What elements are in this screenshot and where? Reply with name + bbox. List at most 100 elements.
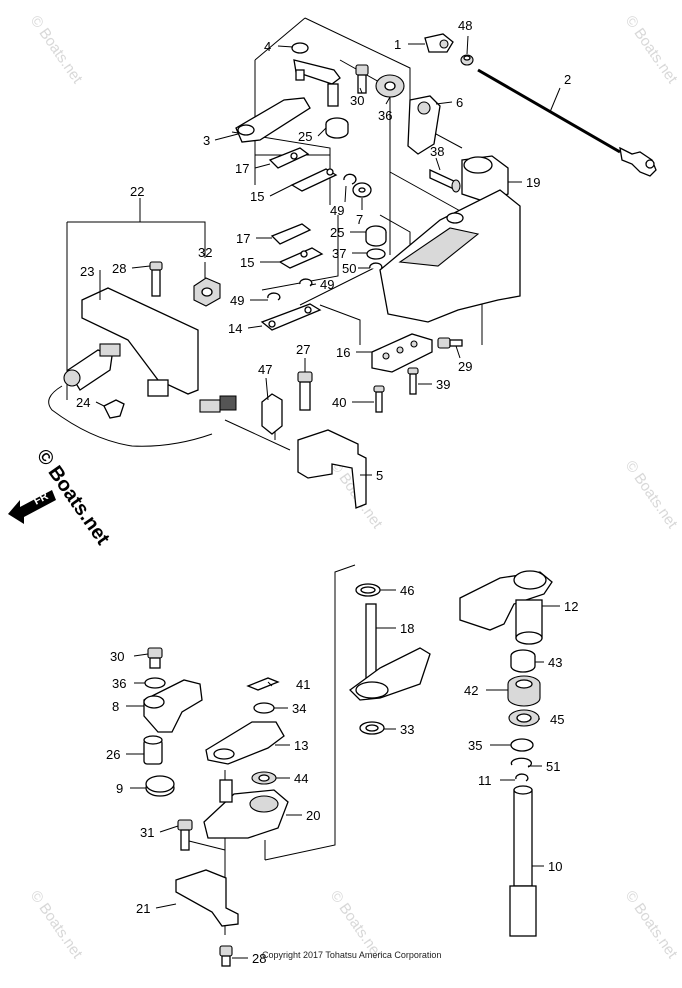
callout-4[interactable]: 4: [264, 39, 271, 54]
callout-49-top[interactable]: 49: [330, 203, 344, 218]
callout-29[interactable]: 29: [458, 359, 472, 374]
part-30-bolt-lower[interactable]: [147, 647, 163, 669]
callout-48[interactable]: 48: [458, 18, 472, 33]
part-19-housing[interactable]: [461, 155, 509, 203]
part-31-bolt[interactable]: [177, 819, 193, 851]
callout-47[interactable]: 47: [258, 362, 272, 377]
callout-5[interactable]: 5: [376, 468, 383, 483]
part-48-nut[interactable]: [460, 54, 474, 66]
callout-30-lower[interactable]: 30: [110, 649, 124, 664]
part-32-nut[interactable]: [193, 277, 221, 307]
callout-6[interactable]: 6: [456, 95, 463, 110]
callout-17-upper[interactable]: 17: [235, 161, 249, 176]
part-25-collar-upper[interactable]: [325, 117, 349, 139]
part-30-bolt[interactable]: [355, 64, 369, 94]
callout-31[interactable]: 31: [140, 825, 154, 840]
part-4-lever[interactable]: [291, 42, 341, 85]
callout-12[interactable]: 12: [564, 599, 578, 614]
part-9-spring[interactable]: [145, 775, 175, 797]
part-25-collar-lower[interactable]: [365, 225, 387, 247]
callout-42[interactable]: 42: [464, 683, 478, 698]
callout-9[interactable]: 9: [116, 781, 123, 796]
callout-51[interactable]: 51: [546, 759, 560, 774]
part-29-bolt[interactable]: [437, 337, 463, 349]
callout-22[interactable]: 22: [130, 184, 144, 199]
part-26-bushing[interactable]: [143, 735, 163, 765]
callout-10[interactable]: 10: [548, 859, 562, 874]
callout-41[interactable]: 41: [296, 677, 310, 692]
callout-38[interactable]: 38: [430, 144, 444, 159]
part-20-plate[interactable]: [203, 779, 289, 839]
part-18-shaft[interactable]: [349, 603, 431, 701]
part-49-clip-top[interactable]: [343, 173, 357, 185]
callout-28-upper[interactable]: 28: [112, 261, 126, 276]
part-33-washer[interactable]: [359, 721, 385, 735]
callout-15-upper[interactable]: 15: [250, 189, 264, 204]
part-37-washer[interactable]: [366, 248, 386, 260]
callout-13[interactable]: 13: [294, 738, 308, 753]
part-23-bracket[interactable]: [81, 287, 199, 397]
callout-21[interactable]: 21: [136, 901, 150, 916]
part-11-clip[interactable]: [515, 773, 529, 782]
callout-8[interactable]: 8: [112, 699, 119, 714]
part-2-cable[interactable]: [619, 146, 657, 177]
callout-24[interactable]: 24: [76, 395, 90, 410]
callout-25-lower[interactable]: 25: [330, 225, 344, 240]
part-13-lever[interactable]: [205, 721, 285, 765]
callout-17-lower[interactable]: 17: [236, 231, 250, 246]
part-38-pin[interactable]: [429, 168, 461, 193]
part-36-washer[interactable]: [375, 74, 405, 98]
part-17-clip-lower[interactable]: [270, 223, 312, 245]
part-16-bracket[interactable]: [371, 333, 433, 373]
part-1-joint[interactable]: [424, 33, 454, 53]
callout-2[interactable]: 2: [564, 72, 571, 87]
callout-19[interactable]: 19: [526, 175, 540, 190]
part-39-screw[interactable]: [407, 367, 419, 395]
part-41-clip[interactable]: [246, 677, 280, 691]
callout-44[interactable]: 44: [294, 771, 308, 786]
callout-46[interactable]: 46: [400, 583, 414, 598]
part-49-clip-mid[interactable]: [267, 292, 281, 301]
part-46-ring[interactable]: [355, 583, 381, 597]
callout-40[interactable]: 40: [332, 395, 346, 410]
callout-26[interactable]: 26: [106, 747, 120, 762]
part-43-bushing[interactable]: [510, 649, 536, 673]
part-15-joint-lower[interactable]: [278, 247, 324, 269]
callout-39[interactable]: 39: [436, 377, 450, 392]
callout-30-upper[interactable]: 30: [350, 93, 364, 108]
callout-3[interactable]: 3: [203, 133, 210, 148]
part-35-washer[interactable]: [510, 738, 534, 752]
part-14-plate[interactable]: [260, 303, 322, 331]
part-17-clip-upper[interactable]: [268, 147, 310, 169]
callout-14[interactable]: 14: [228, 321, 242, 336]
callout-34[interactable]: 34: [292, 701, 306, 716]
part-28-bolt-lower[interactable]: [219, 945, 233, 967]
callout-33[interactable]: 33: [400, 722, 414, 737]
part-15-joint-upper[interactable]: [290, 168, 338, 192]
part-21-guide[interactable]: [175, 869, 239, 927]
part-51-ring[interactable]: [510, 757, 532, 768]
part-36-washer-lower[interactable]: [144, 677, 166, 689]
part-6-arm[interactable]: [407, 95, 441, 155]
part-47-clip[interactable]: [261, 393, 283, 435]
callout-18[interactable]: 18: [400, 621, 414, 636]
part-34-washer[interactable]: [253, 702, 275, 714]
callout-32[interactable]: 32: [198, 245, 212, 260]
callout-11[interactable]: 11: [478, 773, 492, 788]
part-10-shaft[interactable]: [509, 785, 537, 937]
part-42-bearing[interactable]: [507, 675, 541, 707]
callout-1[interactable]: 1: [394, 37, 401, 52]
part-24-clamp[interactable]: [103, 399, 125, 419]
callout-20[interactable]: 20: [306, 808, 320, 823]
callout-28-lower[interactable]: 28: [252, 951, 266, 966]
part-8-lever[interactable]: [143, 679, 203, 733]
callout-16[interactable]: 16: [336, 345, 350, 360]
part-3-link[interactable]: [235, 97, 311, 143]
part-40-screw[interactable]: [373, 385, 385, 413]
callout-43[interactable]: 43: [548, 655, 562, 670]
callout-15-lower[interactable]: 15: [240, 255, 254, 270]
part-7-washer[interactable]: [352, 182, 372, 198]
part-12-gear[interactable]: [459, 570, 553, 645]
part-28-bolt-upper[interactable]: [149, 261, 163, 297]
callout-23[interactable]: 23: [80, 264, 94, 279]
